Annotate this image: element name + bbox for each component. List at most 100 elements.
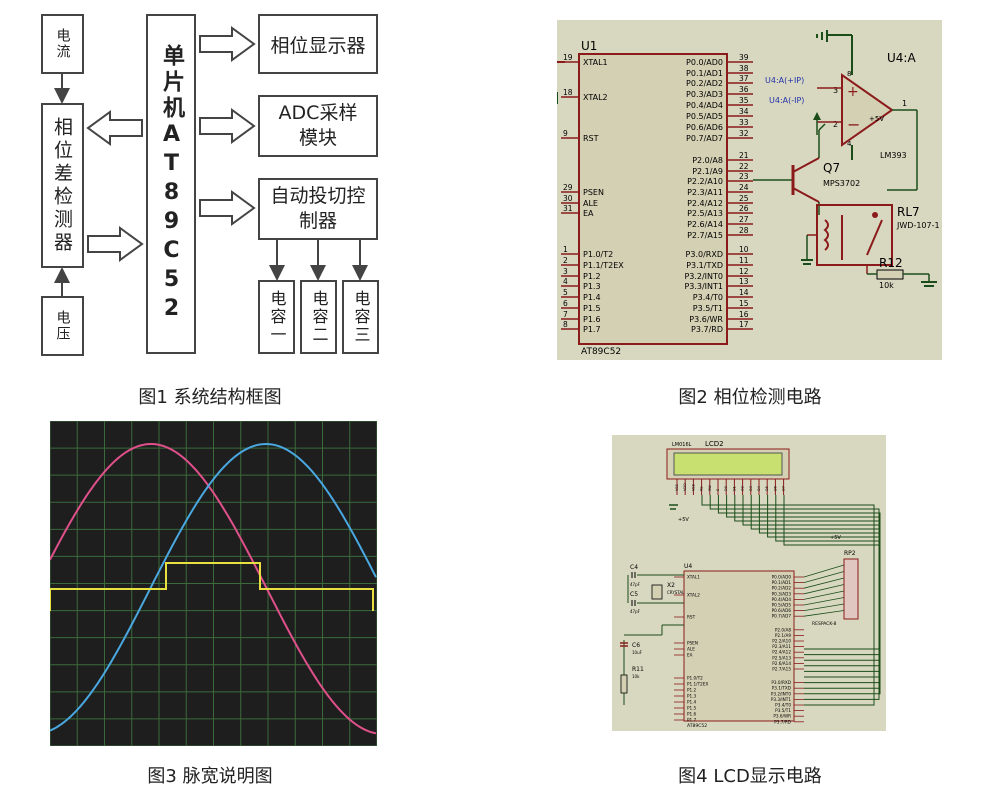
switch-label-1: 自动投切控 bbox=[270, 185, 366, 207]
phase-display-label: 相位显示器 bbox=[270, 34, 366, 57]
bus-wire bbox=[717, 495, 881, 695]
u4-left-pin-name: P1.4 bbox=[687, 700, 697, 705]
auto-switch-box: 自动投切控 制器 bbox=[258, 178, 378, 240]
cap3-label: 电容三 bbox=[351, 290, 371, 344]
blue-sine-wave bbox=[49, 442, 377, 732]
lcd-pin-name: VSS bbox=[675, 483, 679, 491]
svg-text:1: 1 bbox=[902, 99, 907, 108]
detector-label: 相位差检测器 bbox=[51, 116, 73, 255]
u1-right-pin-num: 35 bbox=[739, 96, 749, 105]
u4-left-pin-name: P1.6 bbox=[687, 712, 697, 717]
svg-text:CRYSTAL: CRYSTAL bbox=[667, 590, 685, 595]
u4-left-pin-name: RST bbox=[687, 615, 696, 620]
fig2-caption: 图2 相位检测电路 bbox=[678, 387, 822, 408]
u1-right-pin-num: 22 bbox=[739, 162, 749, 171]
u4-right-pin-name: P3.2/INT0 bbox=[771, 691, 792, 696]
u1-left-pin-num: 8 bbox=[563, 320, 568, 329]
u1-right-pin-num: 36 bbox=[739, 85, 749, 94]
q7-label: Q7 bbox=[823, 161, 840, 175]
u4-right-pin-name: P3.4/T0 bbox=[775, 703, 791, 708]
u4-left-pin-name: P1.2 bbox=[687, 688, 697, 693]
fig2-svg: U1 AT89C52 19XTAL118XTAL29RST29PSEN30ALE… bbox=[556, 30, 940, 357]
u1-right-pin-num: 23 bbox=[739, 172, 749, 181]
comparator-u4a bbox=[841, 73, 894, 147]
adc-label-1: ADC采样 bbox=[278, 102, 358, 124]
lcd-pin-name: VDD bbox=[683, 483, 687, 491]
u1-right-pin-num: 32 bbox=[739, 129, 749, 138]
u1-right-pin-name: P3.6/WR bbox=[689, 315, 723, 324]
rp2-wire bbox=[803, 590, 845, 600]
u1-left-pins: 19XTAL118XTAL29RST29PSEN30ALE31EA1P1.0/T… bbox=[561, 53, 624, 334]
capacitor-3-box: 电容三 bbox=[342, 280, 379, 354]
u1-right-pin-num: 38 bbox=[739, 64, 749, 73]
u4-right-pin-name: P0.6/AD6 bbox=[772, 608, 792, 613]
current-label: 电流 bbox=[54, 28, 71, 60]
svg-text:+5V: +5V bbox=[830, 535, 841, 541]
u1-left-pin-num: 9 bbox=[563, 129, 568, 138]
mcu-box: 单片机AT89C52 bbox=[146, 14, 196, 354]
adc-box: ADC采样 模块 bbox=[258, 95, 378, 157]
phase-display-box: 相位显示器 bbox=[258, 14, 378, 74]
u1-left-pin-num: 18 bbox=[563, 88, 573, 97]
mcu-label: 单片机AT89C52 bbox=[159, 43, 184, 325]
u4-label: U4 bbox=[684, 563, 692, 570]
u4-right-pin-name: P2.6/A14 bbox=[772, 661, 791, 666]
mcu-to-display-arrow bbox=[199, 26, 256, 62]
u1-right-pin-name: P2.4/A12 bbox=[687, 199, 723, 208]
u1-right-pin-name: P3.5/T1 bbox=[693, 304, 723, 313]
x2-label: X2 bbox=[667, 582, 675, 589]
mcu-to-adc-arrow bbox=[199, 108, 256, 144]
u1-chip bbox=[578, 53, 728, 345]
u4-right-pin-name: P0.4/AD4 bbox=[772, 597, 792, 602]
lcd-pin-name: D5 bbox=[765, 486, 769, 491]
u1-right-pin-name: P0.4/AD4 bbox=[686, 101, 723, 110]
u4-right-pin-name: P2.5/A13 bbox=[772, 655, 791, 660]
svg-text:4: 4 bbox=[847, 140, 852, 148]
u4-right-pin-name: P3.1/TXD bbox=[772, 686, 791, 691]
r11-resistor bbox=[620, 674, 628, 694]
cap2-label: 电容二 bbox=[309, 290, 329, 344]
u1-left-pin-num: 29 bbox=[563, 183, 573, 192]
u1-left-pin-num: 7 bbox=[563, 310, 568, 319]
u1-right-pin-name: P0.7/AD7 bbox=[686, 134, 723, 143]
rp2-resistor-pack bbox=[843, 558, 859, 620]
rp2-wire bbox=[803, 597, 845, 606]
fig3-caption: 图3 脉宽说明图 bbox=[147, 766, 273, 787]
u1-right-pin-num: 25 bbox=[739, 194, 749, 203]
u1-right-pin-name: P3.0/RXD bbox=[686, 250, 723, 259]
svg-text:10uF: 10uF bbox=[632, 650, 643, 655]
u4-left-pin-name: P1.0/T2 bbox=[687, 676, 703, 681]
u4-left-pin-name: P1.3 bbox=[687, 694, 697, 699]
svg-text:10k: 10k bbox=[632, 674, 640, 679]
x2-crystal bbox=[651, 584, 663, 600]
mcu-to-switch-arrow bbox=[199, 190, 256, 226]
bus-wire bbox=[709, 495, 880, 700]
rl7-part: JWD-107-1 bbox=[896, 221, 940, 230]
detector-to-mcu-arrow bbox=[87, 226, 144, 262]
lcd-pin-name: VEE bbox=[691, 484, 695, 491]
bus-wire bbox=[750, 495, 881, 672]
c6-label: C6 bbox=[632, 642, 640, 649]
u4-right-pin-name: P0.1/AD1 bbox=[772, 580, 792, 585]
u4-right-pin-name: P3.6/WR bbox=[773, 714, 791, 719]
u1-left-pin-name: P1.3 bbox=[583, 282, 601, 291]
voltage-box: 电压 bbox=[41, 296, 84, 356]
u4-right-pin-name: P2.2/A10 bbox=[772, 639, 791, 644]
u1-right-pin-name: P3.1/TXD bbox=[686, 261, 723, 270]
u1-right-pin-name: P2.2/A10 bbox=[687, 177, 723, 186]
u1-right-pin-name: P0.5/AD5 bbox=[686, 112, 723, 121]
lm393-label: LM393 bbox=[880, 151, 907, 160]
yellow-pulse-wave bbox=[49, 562, 374, 611]
u1-left-pin-num: 5 bbox=[563, 288, 568, 297]
lcd-pin-name: D1 bbox=[732, 486, 736, 491]
rp2-wire bbox=[803, 564, 845, 578]
u4-right-pin-name: P3.0/RXD bbox=[771, 680, 791, 685]
u4-right-pin-name: P3.3/INT1 bbox=[771, 697, 792, 702]
u4-right-pin-name: P3.7/RD bbox=[774, 719, 791, 724]
mcu-to-detector-arrow bbox=[86, 110, 143, 146]
u1-right-pin-num: 12 bbox=[739, 267, 749, 276]
u1-right-pin-num: 10 bbox=[739, 245, 749, 254]
